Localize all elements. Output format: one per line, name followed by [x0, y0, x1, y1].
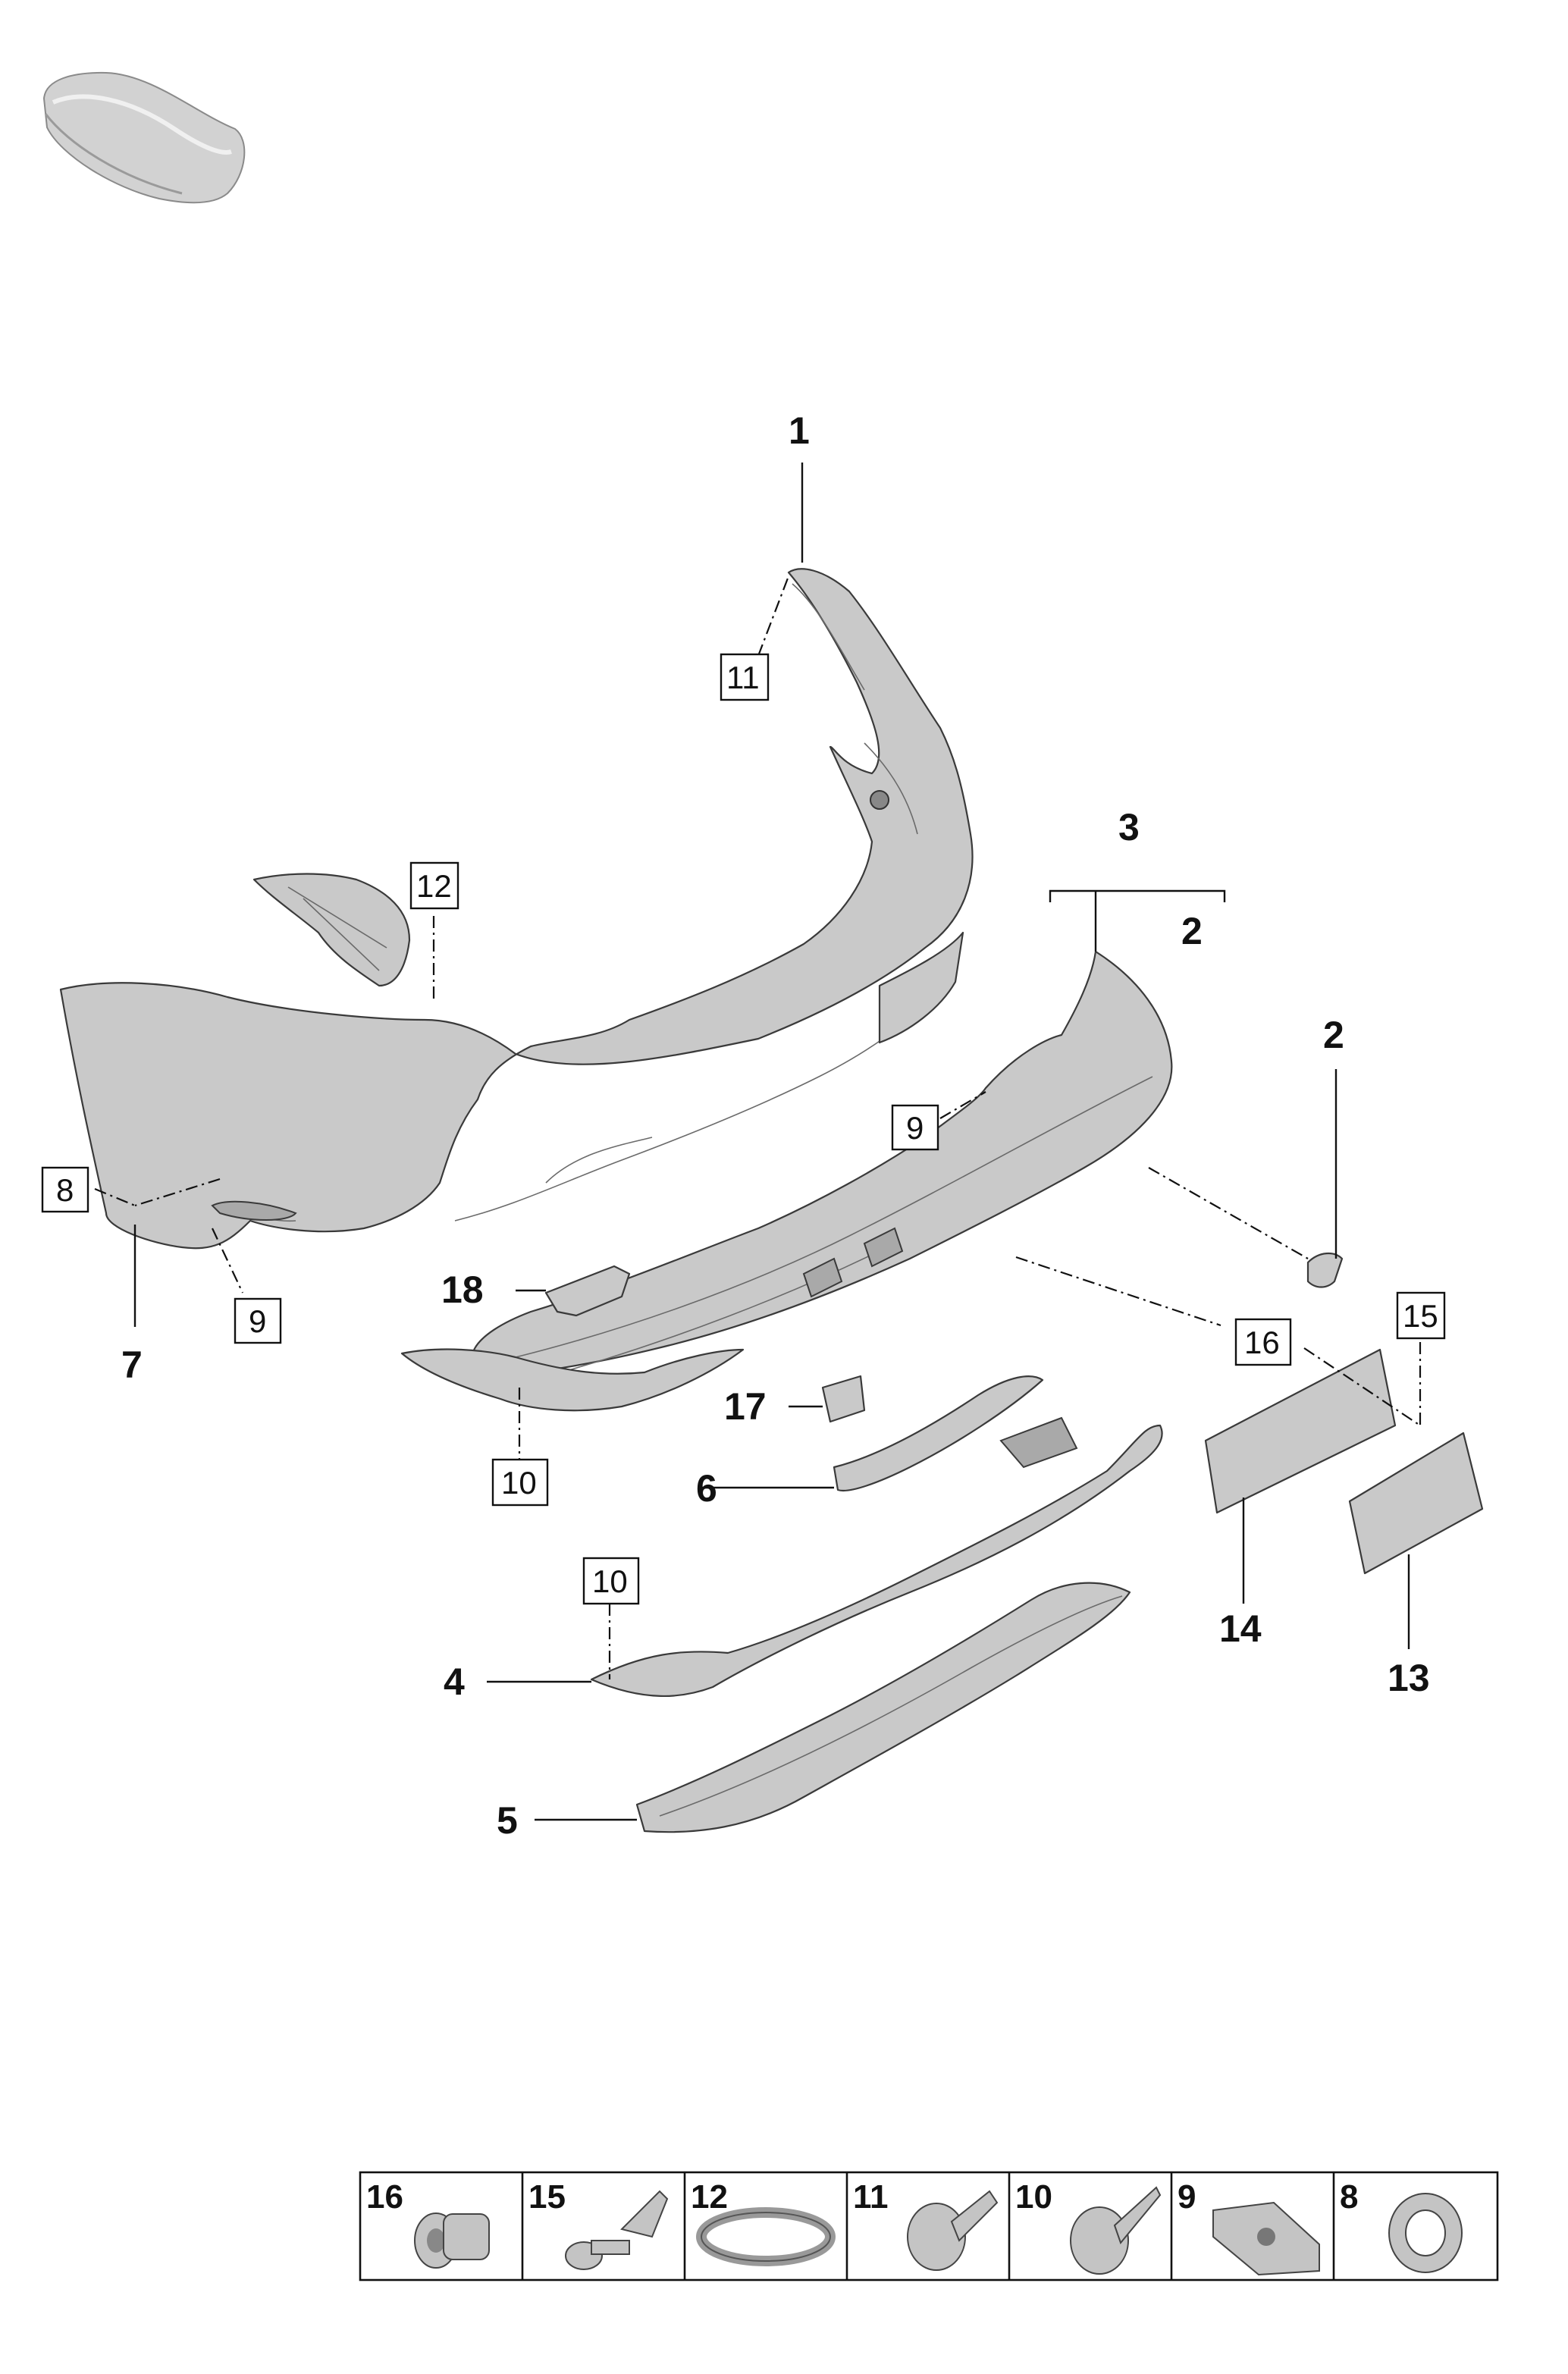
push-rivet-icon: [565, 2190, 669, 2270]
bracket-17[interactable]: [821, 1375, 866, 1423]
bumper-cover[interactable]: [59, 568, 974, 1250]
boxed-ref-9-right: 9: [891, 1104, 939, 1151]
svg-text:10: 10: [592, 1563, 628, 1599]
license-plate-holder-13[interactable]: [1348, 1432, 1484, 1575]
table-cell-11: 11: [853, 2178, 999, 2271]
boxed-ref-8: 8: [41, 1166, 89, 1213]
leader-lines: [133, 463, 1410, 1821]
svg-text:16: 16: [1244, 1325, 1280, 1360]
svg-text:8: 8: [56, 1172, 74, 1208]
svg-text:9: 9: [249, 1303, 266, 1339]
lower-spoiler-4[interactable]: [590, 1416, 1163, 1697]
callout-14: 14: [1219, 1607, 1262, 1650]
table-cell-9: 9: [1178, 2178, 1320, 2276]
svg-text:15: 15: [528, 2178, 566, 2216]
callout-6: 6: [696, 1467, 717, 1510]
mounting-bracket[interactable]: [252, 873, 411, 987]
boxed-ref-11: 11: [720, 653, 770, 701]
svg-text:8: 8: [1340, 2178, 1358, 2216]
lower-diffuser[interactable]: [400, 1348, 745, 1412]
table-cell-8: 8: [1340, 2178, 1463, 2273]
spring-nut-icon: [1212, 2201, 1320, 2276]
self-tapping-screw-icon: [1070, 2186, 1162, 2275]
vehicle-thumbnail-icon: [42, 71, 246, 204]
svg-text:10: 10: [501, 1465, 537, 1501]
callout-17: 17: [724, 1385, 767, 1428]
svg-text:9: 9: [1178, 2178, 1196, 2216]
callout-18: 18: [441, 1269, 484, 1311]
bracket-18[interactable]: [544, 1265, 631, 1317]
svg-text:15: 15: [1403, 1298, 1438, 1334]
grommet-icon: [1388, 2193, 1463, 2273]
table-cell-10: 10: [1015, 2178, 1162, 2275]
svg-text:10: 10: [1015, 2178, 1052, 2216]
support-bracket-6[interactable]: [833, 1375, 1044, 1491]
boxed-ref-9-left: 9: [234, 1297, 282, 1344]
svg-text:9: 9: [906, 1110, 924, 1146]
boxed-ref-12: 12: [409, 861, 459, 910]
boxed-ref-16: 16: [1234, 1318, 1292, 1366]
svg-text:11: 11: [853, 2178, 889, 2216]
callout-3: 3: [1118, 806, 1140, 848]
reference-lines: [94, 575, 1422, 1679]
svg-text:16: 16: [366, 2178, 403, 2216]
callout-1: 1: [789, 409, 810, 452]
boxed-ref-10-left: 10: [491, 1458, 549, 1507]
callout-labels: 1 3 2 2 7 18 17 6 4 5 14 13: [121, 409, 1430, 1842]
boxed-ref-10-right: 10: [582, 1557, 640, 1605]
table-cell-12: 12: [691, 2178, 836, 2266]
retaining-ring-icon: [696, 2207, 836, 2266]
clip-2[interactable]: [1306, 1253, 1344, 1288]
expanding-nut-icon: [414, 2212, 490, 2269]
table-cell-16: 16: [366, 2178, 490, 2269]
svg-text:12: 12: [691, 2178, 728, 2216]
boxed-ref-15: 15: [1396, 1291, 1446, 1340]
table-cell-15: 15: [528, 2178, 669, 2270]
license-plate-holder-14[interactable]: [1204, 1348, 1397, 1514]
tapping-screw-icon: [907, 2190, 999, 2271]
fastener-table: 16 15 12 11: [359, 2171, 1499, 2281]
svg-text:11: 11: [726, 660, 760, 695]
callout-2-clip: 2: [1323, 1014, 1344, 1056]
diffuser-panel-5[interactable]: [635, 1582, 1131, 1833]
callout-2-bracket: 2: [1181, 910, 1203, 952]
callout-5: 5: [497, 1799, 518, 1842]
callout-13: 13: [1388, 1657, 1430, 1699]
callout-7: 7: [121, 1344, 143, 1386]
svg-text:12: 12: [416, 868, 452, 904]
bumper-lower-trim[interactable]: [471, 950, 1173, 1378]
callout-4: 4: [444, 1661, 465, 1703]
